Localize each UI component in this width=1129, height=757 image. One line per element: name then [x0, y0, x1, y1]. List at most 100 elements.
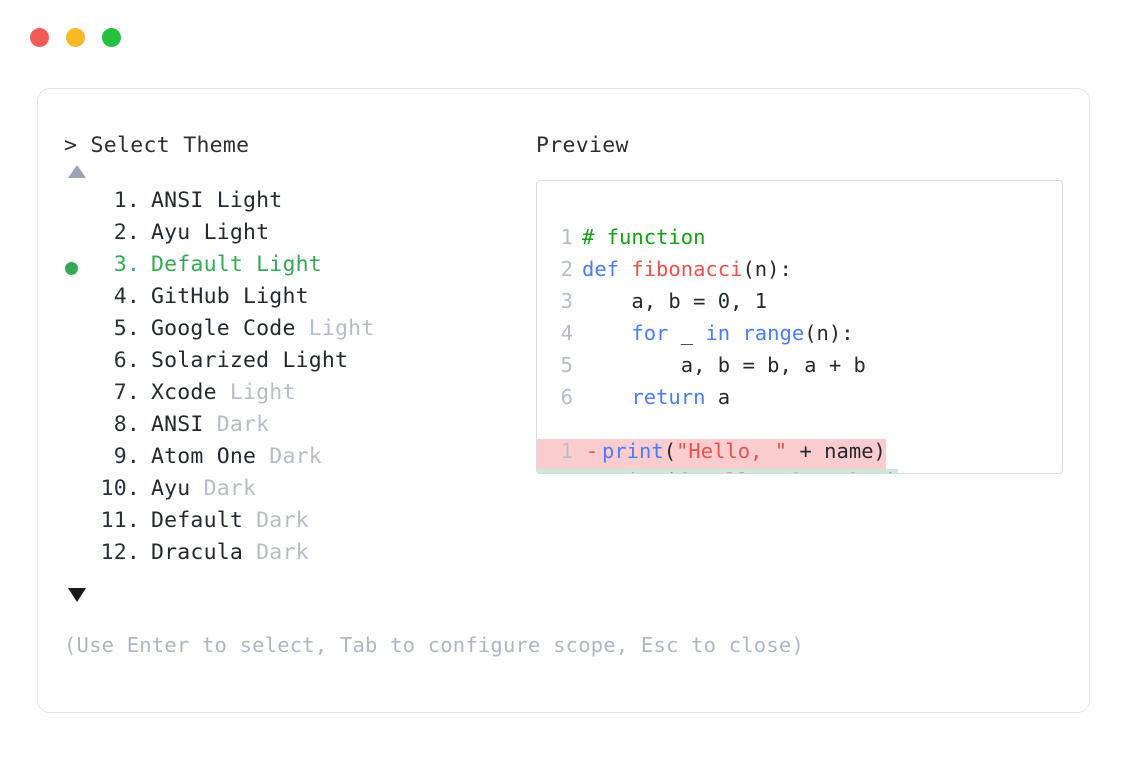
code-token	[582, 385, 631, 409]
minimize-button[interactable]	[66, 28, 85, 47]
selection-indicator-cell	[64, 316, 94, 348]
code-line: 3 a, b = 0, 1	[537, 289, 1062, 321]
window-traffic-lights	[30, 28, 121, 47]
code-token: (n):	[804, 321, 854, 345]
triangle-down-icon[interactable]	[68, 588, 86, 602]
code-token: + name)	[787, 439, 886, 463]
code-line-text: a, b = 0, 1	[582, 289, 767, 313]
theme-item-variant: Dark	[243, 540, 309, 565]
theme-list-item[interactable]: 2. Ayu Light	[64, 220, 534, 252]
code-line: 6 return a	[537, 385, 1062, 417]
theme-item-variant: Light	[190, 220, 270, 245]
theme-item-variant: Light	[229, 284, 309, 309]
selection-indicator-cell	[64, 380, 94, 412]
theme-list-item[interactable]: 12.Dracula Dark	[64, 540, 534, 572]
theme-list-item[interactable]: 11. Default Dark	[64, 508, 534, 540]
keyboard-hint: (Use Enter to select, Tab to configure s…	[64, 633, 804, 657]
code-token	[730, 321, 742, 345]
code-token	[582, 321, 631, 345]
line-number: 2	[560, 257, 573, 281]
theme-item-title: Solarized	[151, 348, 270, 373]
theme-item-variant: Light	[243, 252, 322, 277]
theme-list-item[interactable]: 10. Ayu Dark	[64, 476, 534, 508]
theme-list-item[interactable]: 1. ANSI Light	[64, 188, 534, 220]
code-token: fibonacci	[631, 257, 743, 281]
theme-item-name: Default Dark	[151, 508, 309, 533]
theme-item-name: ANSI Dark	[151, 412, 269, 437]
selection-indicator-cell	[64, 188, 94, 220]
theme-item-title: ANSI	[151, 188, 204, 213]
theme-item-variant: Light	[269, 348, 349, 373]
code-token: )	[886, 469, 898, 473]
selection-indicator-cell	[64, 476, 94, 508]
close-button[interactable]	[30, 28, 49, 47]
theme-item-number: 6.	[113, 348, 140, 373]
theme-item-number: 11.	[100, 508, 140, 533]
theme-item-title: Default	[151, 252, 244, 277]
code-token: # function	[582, 225, 706, 249]
theme-list-item[interactable]: 8. ANSI Dark	[64, 412, 534, 444]
theme-item-name: Ayu Dark	[151, 476, 256, 501]
theme-list-item[interactable]: 5. Google Code Light	[64, 316, 534, 348]
theme-item-title: Default	[151, 508, 244, 533]
code-token: (	[664, 469, 676, 473]
theme-item-number: 7.	[113, 380, 140, 405]
theme-item-number: 3.	[113, 252, 140, 277]
theme-item-number: 9.	[113, 444, 140, 469]
preview-label: Preview	[536, 133, 629, 158]
code-token: f"Hello, {name}!"	[676, 469, 886, 473]
theme-item-variant: Light	[203, 188, 283, 213]
theme-item-variant: Dark	[256, 444, 322, 469]
diff-line-del: 1-print("Hello, " + name)	[537, 439, 886, 469]
diff-sign: +	[582, 469, 602, 473]
triangle-up-icon[interactable]	[68, 165, 86, 178]
theme-item-name: GitHub Light	[151, 284, 309, 309]
theme-list-item[interactable]: 9. Atom One Dark	[64, 444, 534, 476]
theme-item-variant: Dark	[243, 508, 309, 533]
theme-item-title: Google Code	[151, 316, 296, 341]
line-number: 4	[560, 321, 573, 345]
line-number: 6	[560, 385, 573, 409]
code-token: in	[705, 321, 731, 345]
theme-item-name: Ayu Light	[151, 220, 269, 245]
theme-list-item[interactable]: 3. Default Light	[64, 252, 534, 284]
theme-item-name: ANSI Light	[151, 188, 282, 213]
theme-item-title: GitHub	[151, 284, 230, 309]
line-number: 3	[560, 289, 573, 313]
theme-item-name: Solarized Light	[151, 348, 348, 373]
theme-item-title: ANSI	[151, 412, 204, 437]
theme-item-variant: Light	[295, 316, 375, 341]
theme-item-number: 1.	[113, 188, 140, 213]
theme-item-number: 8.	[113, 412, 140, 437]
theme-item-title: Atom One	[151, 444, 257, 469]
maximize-button[interactable]	[102, 28, 121, 47]
line-number: 1	[551, 469, 573, 473]
code-token: return	[631, 385, 706, 409]
code-token: a, b = 0, 1	[582, 289, 768, 313]
theme-list-item[interactable]: 6. Solarized Light	[64, 348, 534, 380]
code-line: 1# function	[537, 225, 1062, 257]
code-line-text: return a	[582, 385, 730, 409]
theme-list-item[interactable]: 4.GitHub Light	[64, 284, 534, 316]
theme-item-number: 5.	[113, 316, 140, 341]
code-token: (	[663, 439, 677, 463]
diff-sign: -	[585, 439, 599, 463]
theme-item-title: Ayu	[151, 476, 191, 501]
theme-item-number: 10.	[100, 476, 140, 501]
theme-item-name: Atom One Dark	[151, 444, 322, 469]
theme-list-item[interactable]: 7. Xcode Light	[64, 380, 534, 412]
theme-item-number: 2.	[113, 220, 140, 245]
theme-item-variant: Dark	[190, 476, 257, 501]
theme-item-variant: Dark	[203, 412, 270, 437]
code-line-text: # function	[582, 225, 705, 249]
theme-item-name: Xcode Light	[151, 380, 296, 405]
diff-block: 1-print("Hello, " + name)1 +print(f"Hello…	[537, 439, 1062, 473]
page-title: > Select Theme	[64, 133, 250, 158]
diff-line-text: print(f"Hello, {name}!")	[602, 469, 898, 473]
